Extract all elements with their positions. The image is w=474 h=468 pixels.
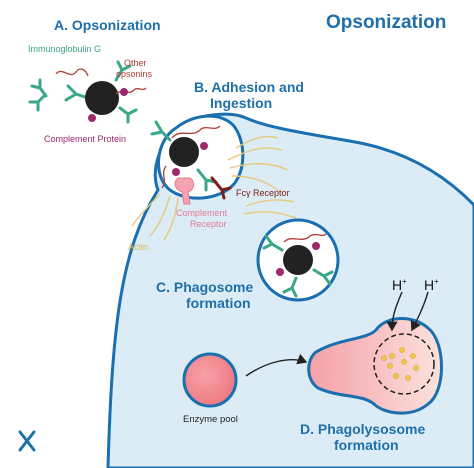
proton-label-2: H+ <box>424 277 439 293</box>
other-opsonins-label-line2: opsonins <box>116 69 153 79</box>
fcy-receptor-label: Fcγ Receptor <box>236 188 290 198</box>
diagram-title: Opsonization <box>326 12 446 33</box>
step-b-label-line1: B. Adhesion and <box>194 79 304 95</box>
step-c-label-line1: C. Phagosome <box>156 279 253 295</box>
proton-label-1: H+ <box>392 277 407 293</box>
ingested-pathogen-b <box>150 120 232 205</box>
phagosome <box>256 218 340 302</box>
opsonized-pathogen-a <box>28 60 147 124</box>
x-logo-icon <box>18 430 36 452</box>
complement-receptor <box>174 177 195 205</box>
complement-receptor-label-line2: Receptor <box>190 219 227 229</box>
step-d-label-line1: D. Phagolysosome <box>300 421 425 437</box>
enzyme-pool <box>182 352 238 408</box>
igg-label: Immunoglobulin G <box>28 44 101 54</box>
actin-label: Actin <box>128 242 148 252</box>
proton-arrow-1 <box>386 291 403 332</box>
complement-receptor-label-line1: Complement <box>176 208 228 218</box>
complement-protein-label: Complement Protein <box>44 134 126 144</box>
fcy-receptor <box>210 176 232 200</box>
step-d-label-line2: formation <box>334 437 399 453</box>
proton-arrow-2 <box>410 291 429 332</box>
step-c-label-line2: formation <box>186 295 251 311</box>
fusion-arrow <box>245 353 308 377</box>
step-b-label-line2: Ingestion <box>210 95 272 111</box>
enzyme-pool-label: Enzyme pool <box>183 414 238 425</box>
actin-filaments <box>131 135 297 241</box>
step-a-label: A. Opsonization <box>54 17 161 33</box>
phagolysosome <box>307 316 443 415</box>
other-opsonins-label-line1: Other <box>124 58 147 68</box>
